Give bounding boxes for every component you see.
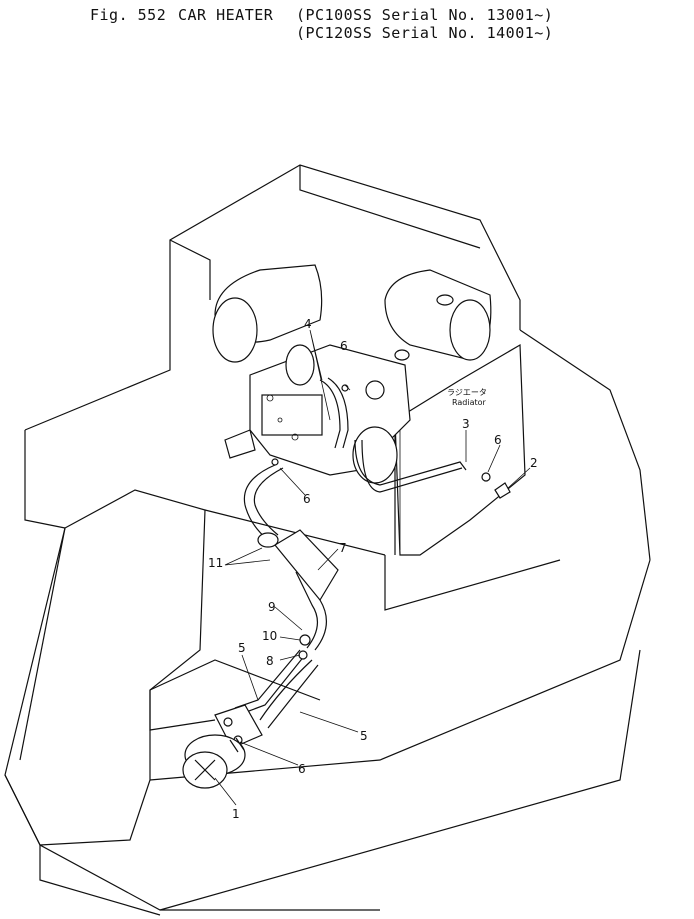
tank-left xyxy=(212,264,323,363)
callout-5-lower: 5 xyxy=(360,729,368,743)
callout-6-hose: 6 xyxy=(303,492,311,506)
callout-7: 7 xyxy=(339,541,347,555)
heater-unit xyxy=(182,734,246,789)
callout-3: 3 xyxy=(462,417,470,431)
serial-line-1: (PC100SS Serial No. 13001~) xyxy=(296,6,554,24)
callout-9: 9 xyxy=(268,600,276,614)
callout-6-engine: 6 xyxy=(340,339,348,353)
leader-lines xyxy=(214,329,531,806)
callout-2: 2 xyxy=(530,456,538,470)
engine-block xyxy=(224,344,411,484)
figure-header: Fig. 552 CAR HEATER (PC100SS Serial No. … xyxy=(0,0,694,48)
callout-10: 10 xyxy=(262,629,277,643)
callout-4: 4 xyxy=(304,317,312,331)
radiator-en-label: Radiator xyxy=(452,398,487,407)
callout-11: 11 xyxy=(208,556,223,570)
callout-labels: 1 2 3 4 5 5 6 6 6 6 7 8 9 10 11 xyxy=(208,317,538,821)
radiator-jp-label: ラジエータ xyxy=(447,388,487,397)
machine-body-outline xyxy=(4,164,651,916)
callout-1: 1 xyxy=(232,807,240,821)
figure-number: Fig. 552 xyxy=(90,6,167,24)
callout-8: 8 xyxy=(266,654,274,668)
heater-core xyxy=(257,529,339,602)
callout-5-upper: 5 xyxy=(238,641,246,655)
figure-title: CAR HEATER xyxy=(178,6,274,24)
tank-right xyxy=(384,269,492,361)
heater-hoses xyxy=(234,377,467,729)
callout-6-bracket: 6 xyxy=(298,762,306,776)
small-parts xyxy=(271,384,511,660)
callout-6-radiator: 6 xyxy=(494,433,502,447)
serial-line-2: (PC120SS Serial No. 14001~) xyxy=(296,24,554,42)
radiator-block: ラジエータ Radiator xyxy=(394,343,526,556)
